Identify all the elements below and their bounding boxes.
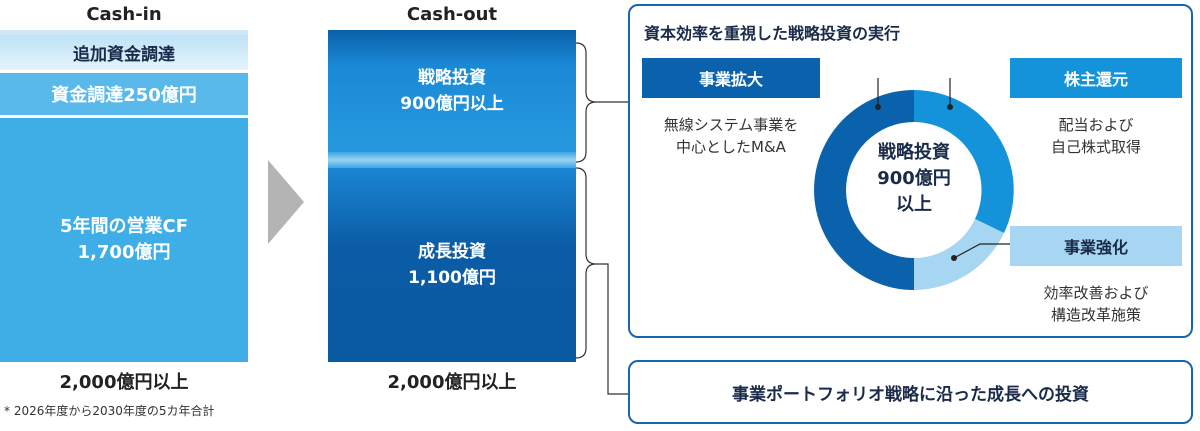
donut-segment-strengthening	[914, 219, 1004, 290]
business-expansion-desc-line2: 中心としたM&A	[676, 138, 786, 156]
growth-investment-block: 成長投資 1,100億円	[328, 168, 576, 362]
business-expansion-description: 無線システム事業を 中心としたM&A	[642, 114, 820, 158]
cash-out-separator	[328, 152, 576, 168]
growth-investment-box-text: 事業ポートフォリオ戦略に沿った成長への投資	[732, 384, 1089, 405]
shareholder-returns-text: 株主還元	[1063, 70, 1128, 89]
donut-segment-expansion	[814, 90, 914, 290]
business-expansion-desc-line1: 無線システム事業を	[663, 116, 799, 134]
additional-funding-block: 追加資金調達	[0, 35, 248, 70]
strategic-investment-panel	[628, 4, 1193, 338]
business-strengthening-label: 事業強化	[1010, 226, 1182, 266]
business-strengthening-text: 事業強化	[1063, 238, 1128, 257]
donut-center-line3: 以上	[896, 194, 932, 215]
strategic-investment-label: 戦略投資	[418, 68, 486, 88]
business-strengthening-description: 効率改善および 構造改革施策	[1010, 282, 1182, 326]
cash-in-title: Cash-in	[86, 4, 162, 25]
strategic-investment-amount: 900億円以上	[400, 94, 504, 114]
cash-in-column: 追加資金調達 資金調達250億円 5年間の営業CF 1,700億円	[0, 30, 248, 362]
footnote: * 2026年度から2030年度の5カ年合計	[4, 404, 215, 418]
business-strengthening-desc-line1: 効率改善および	[1043, 284, 1149, 302]
strategic-investment-block: 戦略投資 900億円以上	[328, 30, 576, 152]
business-strengthening-desc-line2: 構造改革施策	[1050, 306, 1141, 324]
fundraising-block: 資金調達250億円	[0, 73, 248, 115]
cash-out-title: Cash-out	[406, 4, 498, 25]
growth-investment-label: 成長投資	[418, 242, 486, 262]
strategic-investment-donut	[814, 78, 1014, 290]
donut-segment-returns	[914, 90, 1014, 233]
bracket-connectors	[575, 42, 628, 395]
donut-center-label: 戦略投資 900億円 以上	[846, 140, 982, 218]
donut-center-line1: 戦略投資	[878, 142, 950, 163]
shareholder-returns-desc-line1: 配当および	[1058, 116, 1134, 134]
cash-in-total: 2,000億円以上	[59, 372, 189, 393]
donut-center-line2: 900億円	[877, 168, 951, 189]
fundraising-label: 資金調達250億円	[51, 85, 197, 106]
shareholder-returns-label: 株主還元	[1010, 58, 1182, 98]
shareholder-returns-description: 配当および 自己株式取得	[1010, 114, 1182, 158]
cash-out-column: 戦略投資 900億円以上 成長投資 1,100億円	[328, 30, 576, 362]
growth-investment-box: 事業ポートフォリオ戦略に沿った成長への投資	[628, 360, 1193, 424]
shareholder-returns-desc-line2: 自己株式取得	[1050, 138, 1141, 156]
panel-title: 資本効率を重視した戦略投資の実行	[644, 24, 901, 43]
cash-in-top-band	[0, 30, 248, 35]
operating-cf-label: 5年間の営業CF	[59, 216, 189, 237]
operating-cf-amount: 1,700億円	[77, 242, 171, 263]
business-expansion-text: 事業拡大	[698, 70, 763, 89]
right-arrow-icon	[268, 160, 304, 244]
business-expansion-label: 事業拡大	[642, 58, 820, 98]
growth-investment-amount: 1,100億円	[408, 268, 496, 288]
additional-funding-label: 追加資金調達	[73, 45, 175, 65]
operating-cf-block: 5年間の営業CF 1,700億円	[0, 118, 248, 362]
cash-out-total: 2,000億円以上	[387, 372, 517, 393]
